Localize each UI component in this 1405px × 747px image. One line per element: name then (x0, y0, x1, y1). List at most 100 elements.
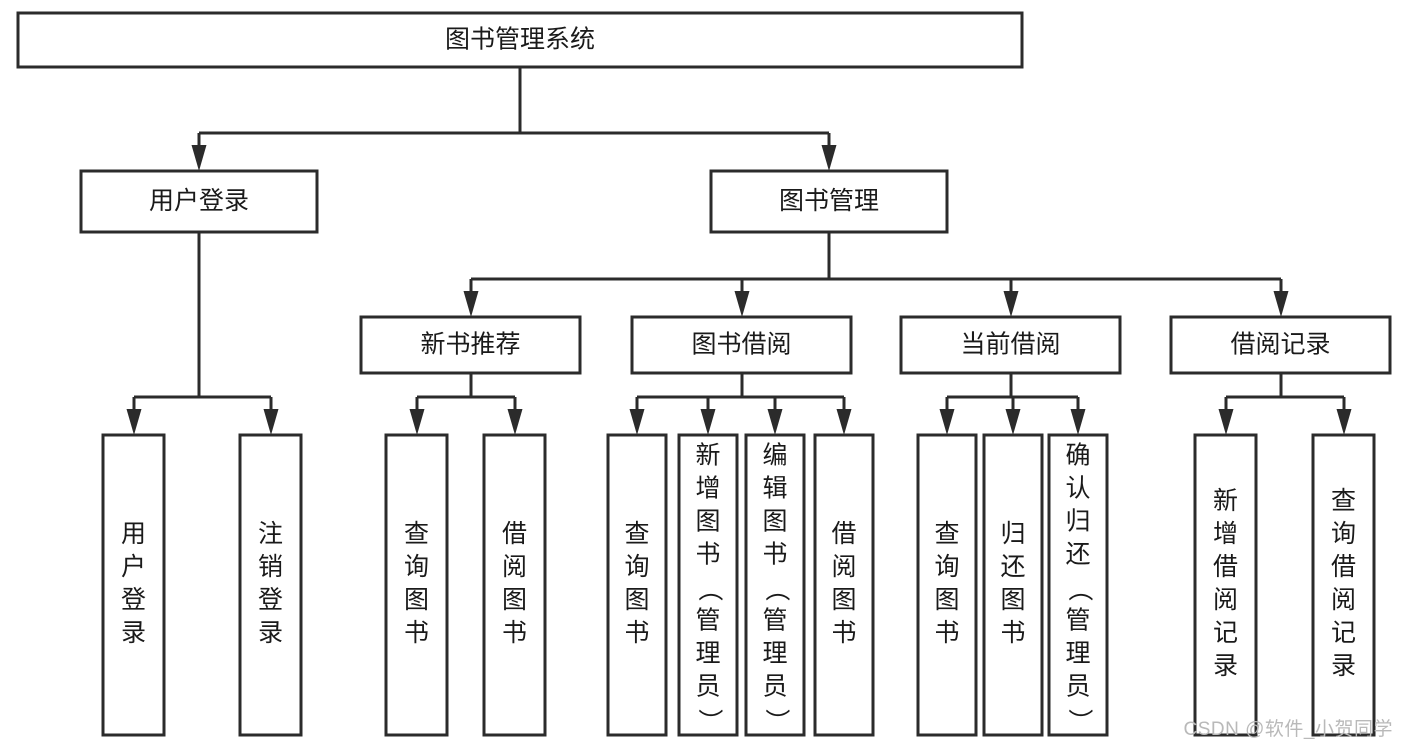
node-label-char: 图 (502, 586, 527, 614)
node-label: 图书管理系统 (445, 26, 595, 54)
node-root[interactable]: 图书管理系统 (16, 11, 1024, 69)
node-label-char: ） (695, 708, 723, 733)
connector-group-borrow (629, 373, 852, 435)
node-box[interactable] (1311, 433, 1376, 737)
node-current[interactable]: 当前借阅 (899, 315, 1122, 375)
node-newbook[interactable]: 新书推荐 (359, 315, 582, 375)
arrow-head-icon (700, 409, 716, 435)
node-leaf-9[interactable]: 查询图书查询图书 (916, 433, 978, 737)
node-label: 新书推荐 (420, 331, 520, 359)
node-box[interactable] (79, 169, 319, 234)
node-label-char: 管 (762, 607, 787, 635)
node-label-char: 还 (1000, 553, 1025, 581)
connector-group-bookmgmt (463, 232, 1289, 317)
node-label-char: 录 (1331, 652, 1356, 680)
node-label-char: 阅 (502, 553, 527, 581)
node-box[interactable] (677, 433, 739, 737)
connector-group-current (939, 373, 1086, 435)
node-label-char: 归 (1000, 520, 1025, 548)
node-leaf-2[interactable]: 注销登录注销登录 (238, 433, 303, 737)
node-label-char: ） (762, 708, 790, 733)
node-label-char: 用 (121, 520, 146, 548)
node-box[interactable] (982, 433, 1044, 737)
node-leaf-1[interactable]: 用户登录用户登录 (101, 433, 166, 737)
node-box[interactable] (16, 11, 1024, 69)
node-label-char: 增 (695, 475, 720, 503)
node-box[interactable] (744, 433, 806, 737)
node-box[interactable] (101, 433, 166, 737)
node-leaf-3[interactable]: 查询图书查询图书 (384, 433, 449, 737)
arrow-head-icon (1218, 409, 1234, 435)
node-label-char: 员 (695, 673, 720, 701)
arrow-head-icon (463, 291, 479, 317)
node-label-char: 增 (1213, 520, 1238, 548)
arrow-head-icon (1003, 291, 1019, 317)
node-label-char: 确 (1065, 442, 1090, 470)
node-label-char: 询 (1331, 520, 1356, 548)
node-box[interactable] (899, 315, 1122, 375)
node-box[interactable] (1169, 315, 1392, 375)
node-box[interactable] (238, 433, 303, 737)
node-label-char: 编 (762, 442, 787, 470)
arrow-head-icon (1070, 409, 1086, 435)
node-leaf-13[interactable]: 查询借阅记录查询借阅记录 (1311, 433, 1376, 737)
node-label-char: 查 (934, 520, 959, 548)
node-label-char: 登 (258, 586, 283, 614)
node-label-char: 管 (695, 607, 720, 635)
node-login[interactable]: 用户登录 (79, 169, 319, 234)
arrow-head-icon (629, 409, 645, 435)
node-label-char: 员 (1065, 673, 1090, 701)
node-leaf-12[interactable]: 新增借阅记录新增借阅记录 (1193, 433, 1258, 737)
node-label-char: 理 (1065, 640, 1090, 668)
node-label-char: 录 (1213, 652, 1238, 680)
arrow-head-icon (939, 409, 955, 435)
connector-group-login (126, 232, 279, 435)
node-box[interactable] (482, 433, 547, 737)
node-leaf-10[interactable]: 归还图书归还图书 (982, 433, 1044, 737)
node-bookmgmt[interactable]: 图书管理 (709, 169, 949, 234)
node-label-char: 阅 (1213, 586, 1238, 614)
arrow-head-icon (126, 409, 142, 435)
node-box[interactable] (916, 433, 978, 737)
node-leaf-5[interactable]: 查询图书查询图书 (606, 433, 668, 737)
node-label-char: 书 (404, 619, 429, 647)
node-box[interactable] (606, 433, 668, 737)
node-label-char: 户 (121, 553, 146, 581)
node-label-char: 询 (624, 553, 649, 581)
node-box[interactable] (384, 433, 449, 737)
arrow-head-icon (263, 409, 279, 435)
node-box[interactable] (813, 433, 875, 737)
connector-group-newbook (409, 373, 523, 435)
node-label-char: 新 (1213, 487, 1238, 515)
node-label-char: 归 (1065, 508, 1090, 536)
node-label-char: 书 (502, 619, 527, 647)
arrow-head-icon (836, 409, 852, 435)
node-box[interactable] (1047, 433, 1109, 737)
node-box[interactable] (630, 315, 853, 375)
node-label-char: 认 (1065, 475, 1090, 503)
arrow-head-icon (1336, 409, 1352, 435)
node-borrow[interactable]: 图书借阅 (630, 315, 853, 375)
node-label-char: 图 (695, 508, 720, 536)
node-label-char: ） (1065, 708, 1093, 733)
node-leaf-4[interactable]: 借阅图书借阅图书 (482, 433, 547, 737)
node-label-char: 书 (1000, 619, 1025, 647)
node-box[interactable] (1193, 433, 1258, 737)
node-label-char: 书 (624, 619, 649, 647)
node-label-char: 登 (121, 586, 146, 614)
watermark-text: CSDN @软件_小贺同学 (1183, 719, 1393, 740)
node-label-char: 新 (695, 442, 720, 470)
arrow-head-icon (191, 145, 207, 171)
node-box[interactable] (359, 315, 582, 375)
node-label-char: 记 (1213, 619, 1238, 647)
node-label-char: 书 (934, 619, 959, 647)
node-box[interactable] (709, 169, 949, 234)
node-label-char: 录 (258, 619, 283, 647)
node-records[interactable]: 借阅记录 (1169, 315, 1392, 375)
node-leaf-8[interactable]: 借阅图书借阅图书 (813, 433, 875, 737)
arrow-head-icon (409, 409, 425, 435)
